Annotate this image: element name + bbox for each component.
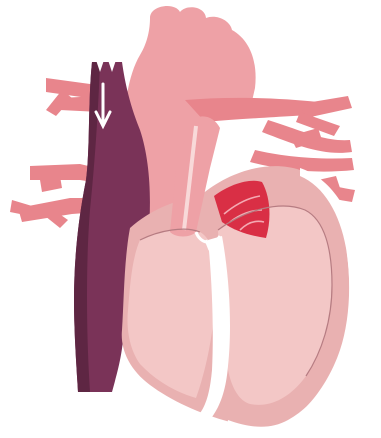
heart-diagram bbox=[0, 0, 381, 438]
heart-illustration bbox=[0, 0, 381, 438]
